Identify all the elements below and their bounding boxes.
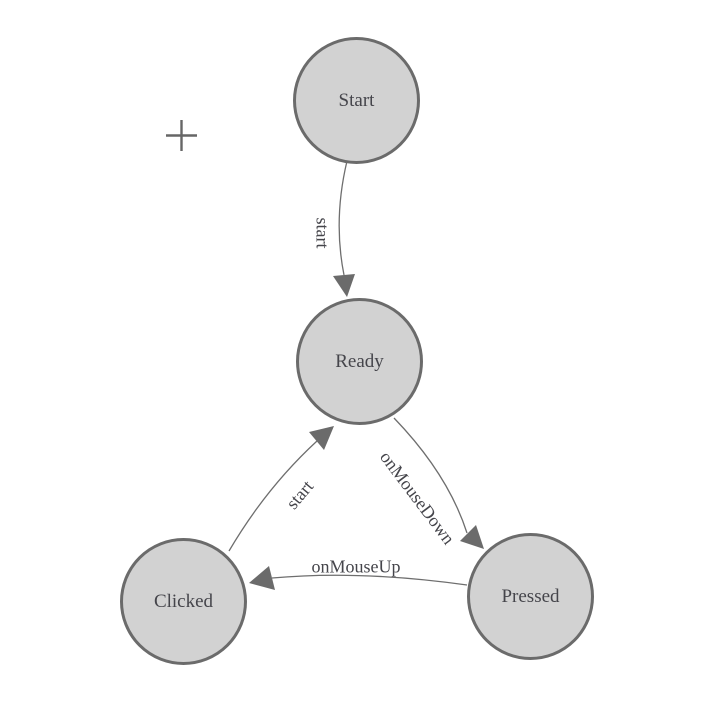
edge-label-onmouseup: onMouseUp (311, 556, 401, 577)
transition-edge-pressed-clicked[interactable] (271, 574, 468, 586)
state-node-clicked[interactable]: Clicked (120, 538, 247, 665)
transition-edge-ready-pressed[interactable] (393, 417, 468, 534)
state-node-label: Clicked (153, 590, 214, 612)
arrowhead-icon (333, 274, 355, 297)
transition-edge-clicked-ready[interactable] (228, 440, 318, 552)
arrowhead-icon (309, 426, 334, 450)
arrowhead-icon (460, 525, 484, 549)
state-node-start[interactable]: Start (293, 37, 420, 164)
state-node-pressed[interactable]: Pressed (467, 533, 594, 660)
state-node-label: Pressed (501, 585, 560, 607)
state-node-label: Ready (335, 350, 384, 372)
state-node-label: Start (338, 89, 375, 111)
transition-edge-start-ready[interactable] (338, 160, 348, 276)
crosshair-cursor-icon (166, 120, 197, 151)
state-node-ready[interactable]: Ready (296, 298, 423, 425)
arrowhead-icon (249, 566, 275, 590)
edge-label-start-ready: start (312, 217, 333, 249)
